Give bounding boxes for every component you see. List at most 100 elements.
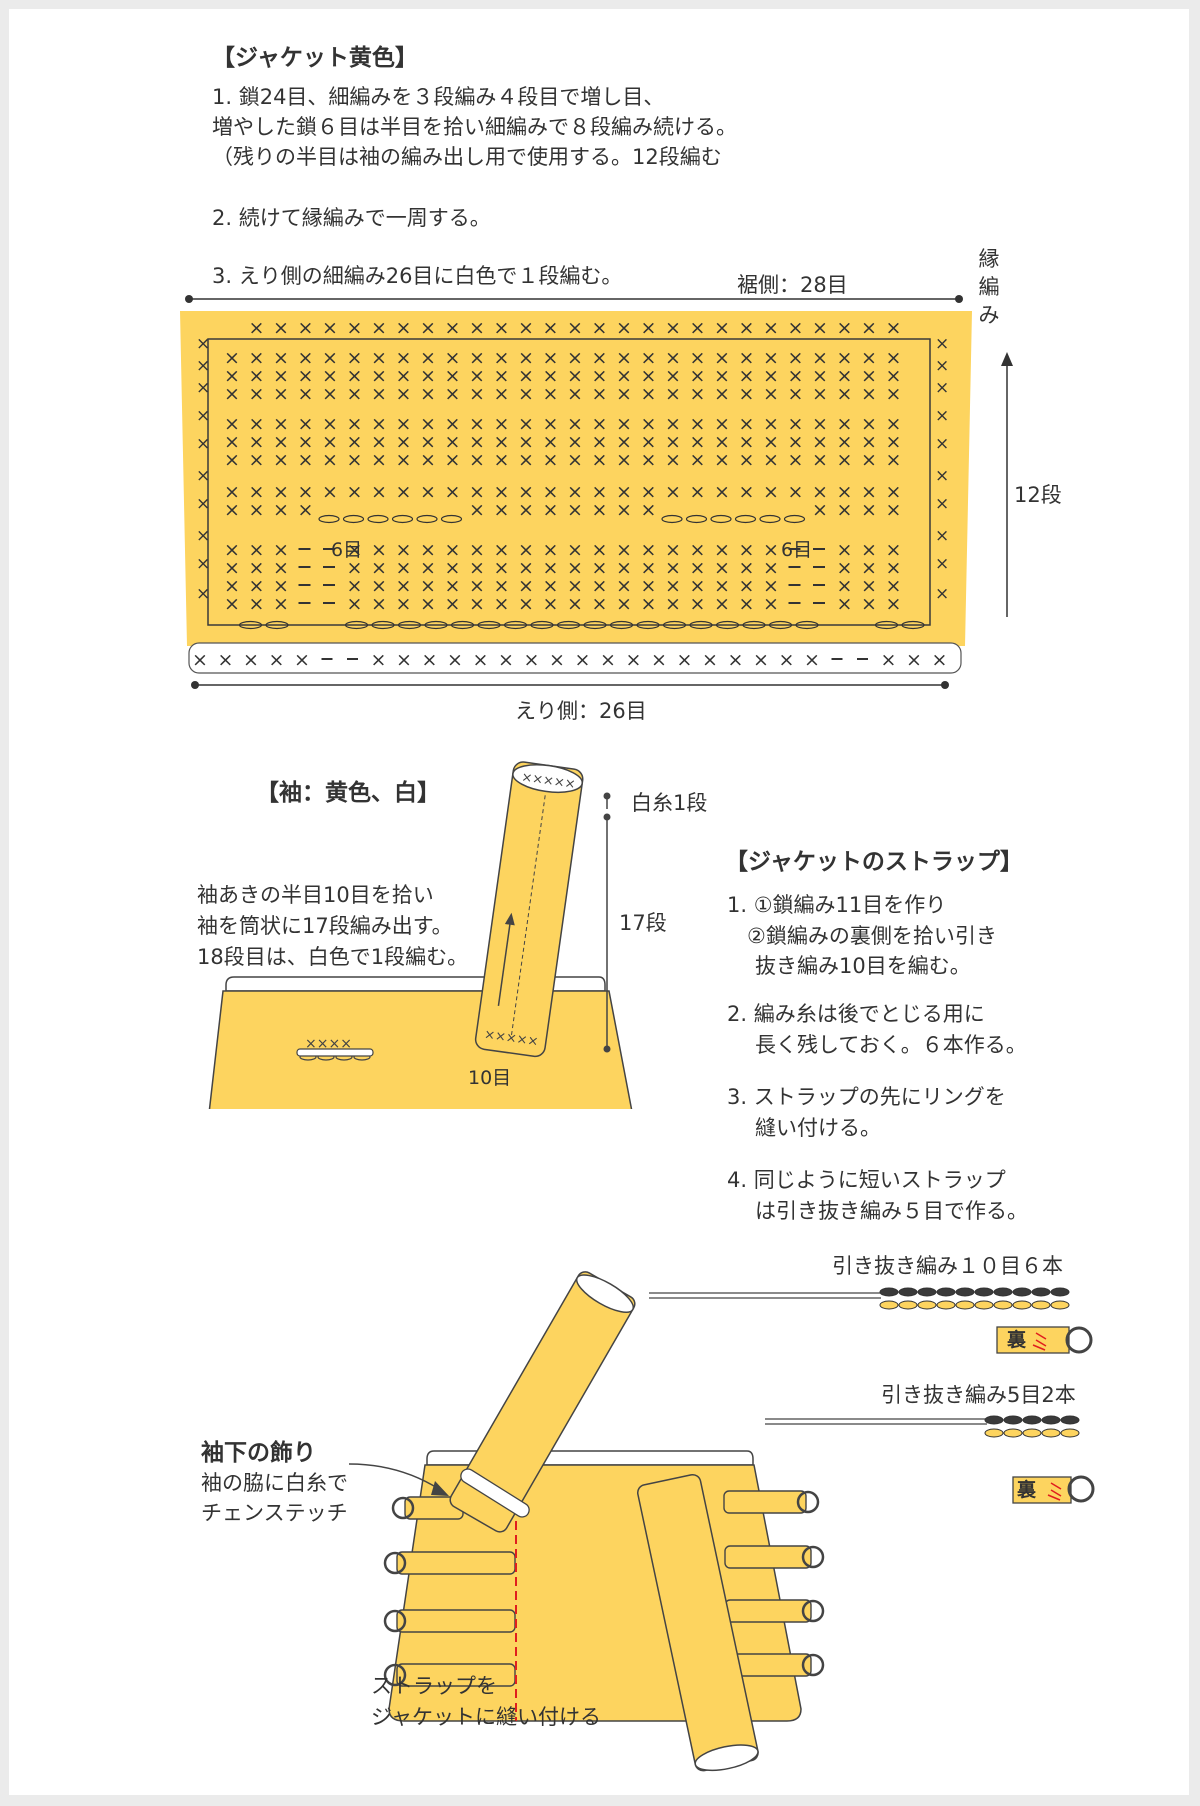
single-crochet-mark: × [469, 413, 485, 435]
single-crochet-mark: × [273, 557, 289, 579]
single-crochet-mark: × [518, 413, 534, 435]
foundation-chain-mark [265, 620, 289, 630]
short-strap-ring [1012, 1475, 1095, 1504]
single-crochet-mark: × [249, 383, 265, 405]
single-crochet-mark: × [886, 413, 902, 435]
single-crochet-mark: × [788, 347, 804, 369]
neck-stitch-mark: × [498, 649, 514, 671]
single-crochet-mark: × [812, 431, 828, 453]
single-crochet-mark: × [739, 383, 755, 405]
single-crochet-mark: × [543, 481, 559, 503]
single-crochet-mark: × [690, 347, 706, 369]
single-crochet-mark: × [616, 413, 632, 435]
single-crochet-mark: × [616, 539, 632, 561]
foundation-chain-mark [609, 620, 634, 630]
single-crochet-mark: × [641, 593, 657, 615]
rows-arrow-head [1001, 352, 1013, 366]
single-crochet-mark: × [445, 317, 461, 339]
single-crochet-mark: × [518, 383, 534, 405]
single-crochet-mark: × [665, 557, 681, 579]
single-crochet-mark: × [273, 347, 289, 369]
chain-mark [1041, 1428, 1061, 1438]
single-crochet-mark: × [714, 575, 730, 597]
single-crochet-mark: × [690, 431, 706, 453]
slip-stitch-mark [984, 1415, 1004, 1425]
single-crochet-mark: × [518, 431, 534, 453]
short-strap-back-mark: 裏 [1017, 1479, 1037, 1501]
single-crochet-mark: × [224, 449, 240, 471]
strap-ring [383, 1663, 407, 1687]
single-crochet-mark: × [469, 431, 485, 453]
single-crochet-mark: × [837, 481, 853, 503]
assembly-strap [723, 1490, 807, 1514]
single-crochet-mark: × [592, 365, 608, 387]
single-crochet-mark: × [298, 413, 314, 435]
single-crochet-mark: × [641, 317, 657, 339]
single-crochet-mark: × [641, 575, 657, 597]
sew-desc-1: ストラップを [371, 1674, 497, 1698]
chain-stitch-mark [710, 514, 732, 524]
single-crochet-mark: × [518, 449, 534, 471]
single-crochet-mark: × [469, 383, 485, 405]
single-crochet-mark: × [249, 593, 265, 615]
single-crochet-mark: × [322, 383, 338, 405]
chain-stitch-mark [440, 514, 463, 524]
edge-stitch-left: × [196, 584, 210, 604]
edge-stitch-left: × [196, 406, 210, 426]
neck-stitch-mark: × [600, 649, 616, 671]
single-crochet-mark: × [812, 365, 828, 387]
single-crochet-mark: × [788, 449, 804, 471]
chain-mark [955, 1300, 975, 1310]
single-crochet-mark: × [567, 431, 583, 453]
chain-mark [974, 1300, 994, 1310]
single-crochet-mark: × [690, 449, 706, 471]
slip-stitch-mark [936, 1287, 956, 1297]
single-crochet-mark: × [886, 499, 902, 521]
single-crochet-mark: × [592, 383, 608, 405]
single-crochet-mark: × [494, 539, 510, 561]
single-crochet-mark: × [592, 449, 608, 471]
single-crochet-mark: × [592, 557, 608, 579]
chain-stitch-mark [734, 514, 757, 524]
single-crochet-mark: × [420, 539, 436, 561]
neck-stitch-mark: × [447, 649, 463, 671]
single-crochet-mark: × [273, 413, 289, 435]
single-crochet-mark: × [518, 481, 534, 503]
single-crochet-mark: × [445, 365, 461, 387]
edge-stitch-left: × [196, 526, 210, 546]
hem-label: 裾側：28目 [737, 273, 848, 297]
slip-stitch-mark [898, 1287, 918, 1297]
slip-stitch-mark [917, 1287, 937, 1297]
strap-ring [801, 1599, 825, 1623]
single-crochet-mark: × [543, 575, 559, 597]
single-crochet-mark: × [322, 413, 338, 435]
single-crochet-mark: × [567, 365, 583, 387]
single-crochet-mark: × [322, 431, 338, 453]
single-crochet-mark: × [494, 449, 510, 471]
single-crochet-mark: × [739, 347, 755, 369]
slip-stitch-mark [955, 1287, 975, 1297]
single-crochet-mark: × [371, 557, 387, 579]
neck-white-row [188, 642, 962, 674]
single-crochet-mark: × [224, 347, 240, 369]
single-crochet-mark: × [714, 365, 730, 387]
strap-ring [383, 1609, 407, 1633]
sleeve-stitches-label: 10目 [468, 1067, 512, 1089]
edge-stitch-left: × [196, 466, 210, 486]
single-crochet-mark: × [347, 449, 363, 471]
single-crochet-mark: × [788, 317, 804, 339]
single-crochet-mark: × [641, 431, 657, 453]
long-strap-label: 引き抜き編み１０目６本 [832, 1254, 1063, 1278]
single-crochet-mark: × [886, 575, 902, 597]
edge-stitch-right: × [935, 526, 949, 546]
edge-stitch-right: × [935, 378, 949, 398]
single-crochet-mark: × [420, 347, 436, 369]
single-crochet-mark: × [518, 593, 534, 615]
single-crochet-mark: × [273, 383, 289, 405]
single-crochet-mark: × [616, 347, 632, 369]
chain-stitch-mark [759, 514, 781, 524]
single-crochet-mark: × [224, 499, 240, 521]
single-crochet-mark: × [861, 347, 877, 369]
single-crochet-mark: × [567, 413, 583, 435]
chain-mark [984, 1428, 1004, 1438]
